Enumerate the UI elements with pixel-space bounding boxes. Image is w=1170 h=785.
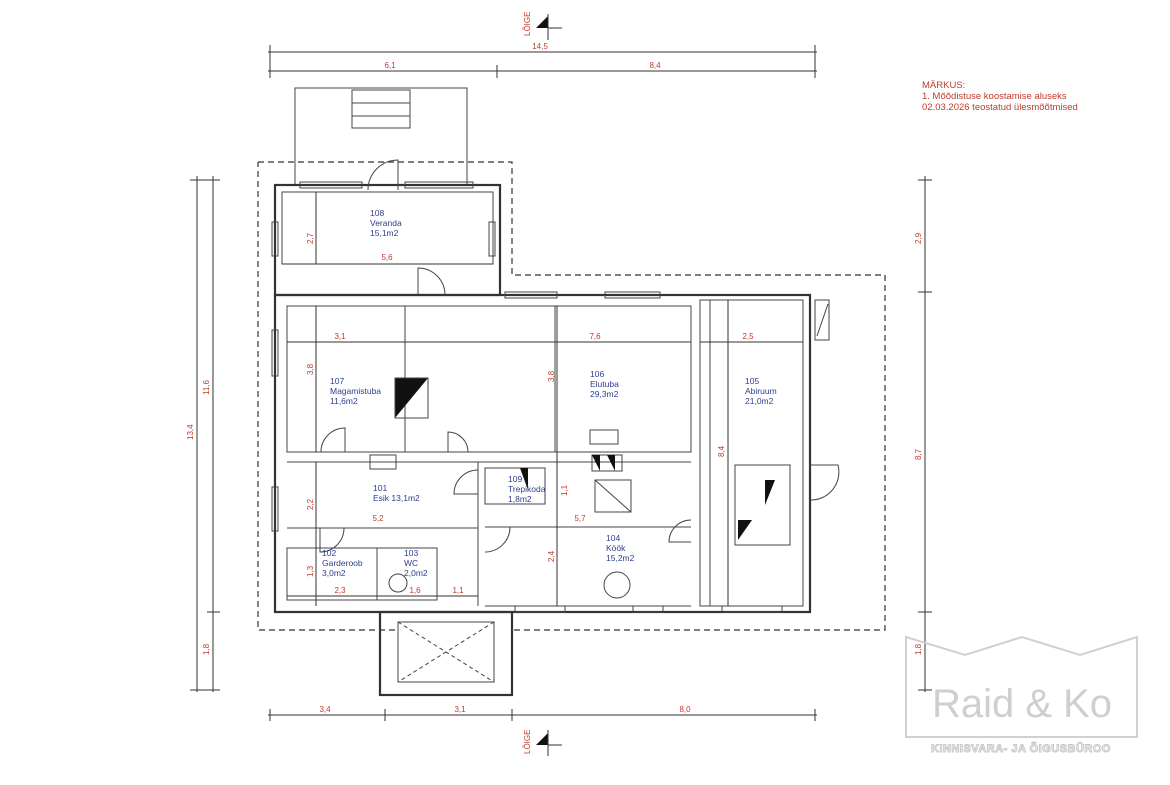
svg-text:109: 109 [508, 474, 522, 484]
dim-living-height: 3,8 [547, 370, 556, 382]
dim-utility-width: 2,5 [742, 332, 754, 341]
dim-kitchen-height: 2,4 [547, 550, 556, 562]
plot-outline [257, 161, 886, 631]
dim-stair-height: 1,1 [560, 484, 569, 496]
dim-bedroom-height: 3,8 [306, 363, 315, 375]
section-label-top: LÕIGE [523, 12, 532, 36]
section-marker-top: LÕIGE [523, 12, 562, 40]
top-dimensions: 14,5 6,1 8,4 [268, 42, 817, 78]
svg-text:Garderoob: Garderoob [322, 558, 363, 568]
watermark-subtitle: KINNISVARA- JA ÕIGUSBÜROO [931, 742, 1111, 755]
dim-top-total: 14,5 [532, 42, 548, 51]
svg-text:Elutuba: Elutuba [590, 379, 619, 389]
walls [271, 159, 840, 697]
watermark-title: Raid & Ko [932, 682, 1112, 726]
dim-left-main: 11,6 [202, 379, 211, 395]
svg-text:11,6m2: 11,6m2 [330, 396, 358, 406]
svg-text:2,0m2: 2,0m2 [404, 568, 428, 578]
dim-top-1: 6,1 [384, 61, 396, 70]
note-title: MÄRKUS: [922, 80, 966, 91]
section-label-bottom: LÕIGE [523, 730, 532, 754]
svg-text:WC: WC [404, 558, 418, 568]
svg-text:103: 103 [404, 548, 418, 558]
svg-text:Veranda: Veranda [370, 218, 402, 228]
svg-text:106: 106 [590, 369, 604, 379]
svg-text:Trepikoda: Trepikoda [508, 484, 546, 494]
svg-text:15,1m2: 15,1m2 [370, 228, 399, 238]
dim-living-width: 7,6 [589, 332, 601, 341]
dim-corridor-width: 1,1 [452, 586, 464, 595]
dim-veranda-height: 2,7 [306, 232, 315, 244]
svg-text:Abiruum: Abiruum [745, 386, 777, 396]
svg-text:Köök: Köök [606, 543, 626, 553]
svg-text:105: 105 [745, 376, 759, 386]
svg-text:Magamistuba: Magamistuba [330, 386, 381, 396]
dim-hall-width: 5,2 [372, 514, 384, 523]
svg-text:29,3m2: 29,3m2 [590, 389, 619, 399]
note-block: MÄRKUS: 1. Mõõdistuse koostamise aluseks… [922, 80, 1078, 113]
dim-veranda-width: 5,6 [381, 253, 393, 262]
svg-text:101: 101 [373, 483, 387, 493]
svg-text:21,0m2: 21,0m2 [745, 396, 774, 406]
dim-left-total: 13,4 [186, 424, 195, 440]
dim-wardrobe-height: 1,3 [306, 565, 315, 577]
veranda-steps [294, 87, 468, 186]
dim-bottom-3: 8,0 [679, 705, 691, 714]
dim-left-porch: 1,8 [202, 643, 211, 655]
dim-wardrobe-width: 2,3 [334, 586, 346, 595]
dim-right-1: 2,9 [914, 232, 923, 244]
interior-dimensions: 2,7 5,6 3,1 7,6 2,5 3,8 3,8 8,4 2,2 5,2 … [282, 192, 803, 606]
svg-text:107: 107 [330, 376, 344, 386]
svg-text:104: 104 [606, 533, 620, 543]
bottom-dimensions: 3,4 3,1 8,0 [268, 705, 817, 721]
right-dimensions: 2,9 8,7 1,8 [914, 176, 932, 692]
dim-utility-height: 8,4 [717, 445, 726, 457]
left-dimensions: 13,4 11,6 1,8 [186, 176, 220, 692]
dim-bottom-1: 3,4 [319, 705, 331, 714]
dim-hall-height: 2,2 [306, 498, 315, 510]
dim-right-3: 1,8 [914, 643, 923, 655]
svg-text:Esik 13,1m2: Esik 13,1m2 [373, 493, 420, 503]
section-marker-bottom: LÕIGE [523, 730, 562, 756]
note-line-2: 02.03.2026 teostatud ülesmõõtmised [922, 102, 1078, 113]
svg-text:3,0m2: 3,0m2 [322, 568, 346, 578]
dim-bedroom-width: 3,1 [334, 332, 346, 341]
svg-text:1,8m2: 1,8m2 [508, 494, 532, 504]
dim-wc-width: 1,6 [409, 586, 421, 595]
svg-text:15,2m2: 15,2m2 [606, 553, 635, 563]
watermark-logo: Raid & Ko KINNISVARA- JA ÕIGUSBÜROO [905, 635, 1138, 756]
note-line-1: 1. Mõõdistuse koostamise aluseks [922, 91, 1067, 102]
svg-text:102: 102 [322, 548, 336, 558]
dim-right-2: 8,7 [914, 448, 923, 460]
dim-kitchen-width: 5,7 [574, 514, 586, 523]
svg-text:108: 108 [370, 208, 384, 218]
dim-bottom-2: 3,1 [454, 705, 466, 714]
dim-top-2: 8,4 [649, 61, 661, 70]
